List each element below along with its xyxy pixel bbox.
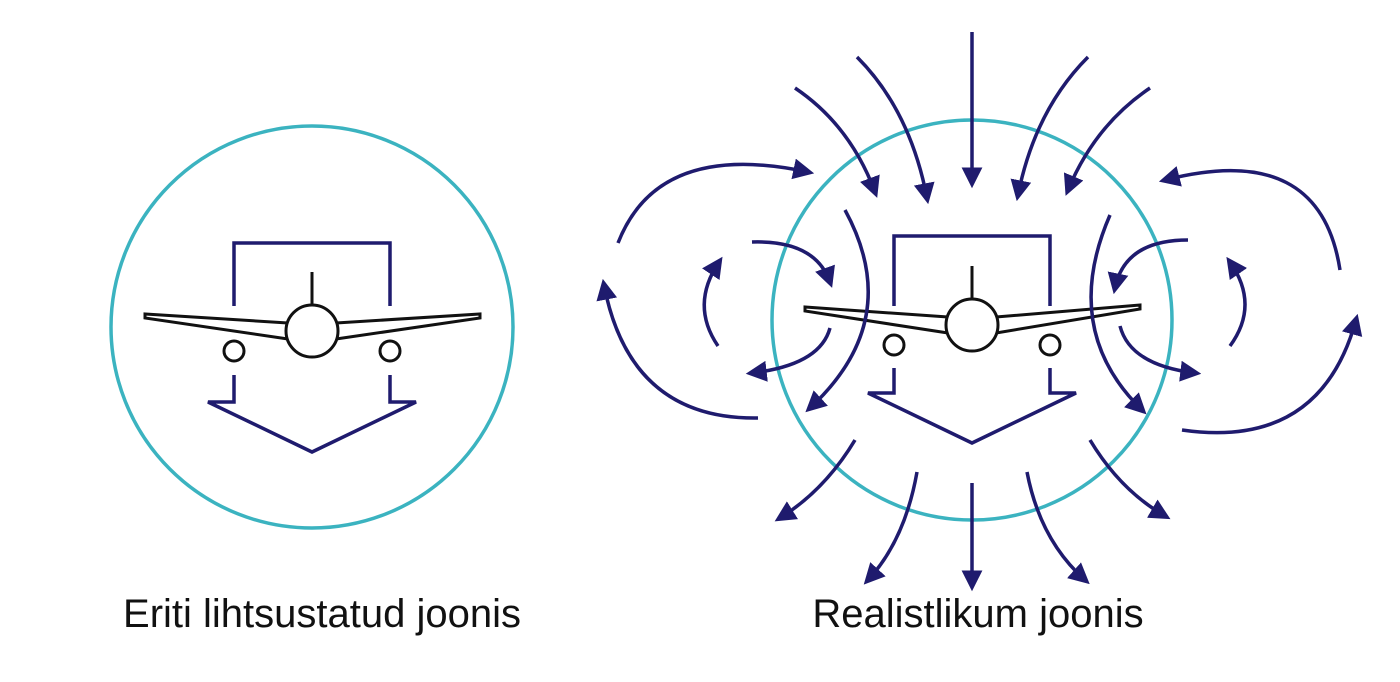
flow-arrow-left-inner-mid: [702, 256, 723, 347]
flow-arrow-bottom-left-inner: [863, 471, 919, 585]
simplified-diagram: [109, 124, 515, 530]
flow-arrow-top-left-outer: [794, 86, 880, 198]
realistic-downwash-arrow-head: [867, 368, 1077, 445]
flow-arrow-top-right-outer: [1063, 86, 1151, 196]
simplified-downwash-arrow-head: [207, 375, 417, 454]
realistic-downwash-arrow: [892, 234, 1052, 306]
flow-arrow-right-outer-bottom: [1181, 313, 1363, 435]
flow-arrow-bottom-right-outer: [1088, 439, 1171, 520]
caption-realistic-diagram: Realistlikum joonis: [812, 592, 1144, 636]
realistic-aircraft-icon: [803, 266, 1142, 357]
caption-simplified-diagram: Eriti lihtsustatud joonis: [123, 592, 521, 636]
flow-arrow-left-outer-bottom: [596, 278, 759, 420]
airflow-arrows: [596, 32, 1363, 592]
flow-arrow-right-outer-top: [1158, 166, 1342, 271]
flow-arrow-left-inner-bottom: [745, 327, 832, 382]
realistic-diagram: [596, 32, 1363, 592]
flow-arrow-left-outer-top: [616, 158, 815, 244]
simplified-aircraft-icon: [143, 272, 482, 363]
simplified-downwash-arrow: [232, 241, 392, 306]
flow-arrow-bottom-left-outer: [774, 439, 857, 522]
flow-arrow-left-circle: [805, 209, 870, 413]
flow-arrow-right-circle: [1089, 214, 1147, 415]
flow-arrow-right-inner-bottom: [1118, 325, 1202, 382]
flow-arrow-right-inner-top: [1107, 238, 1189, 295]
flow-arrow-right-inner-mid: [1226, 256, 1248, 348]
flow-arrow-top-right-inner: [1010, 55, 1090, 202]
flow-arrow-left-inner-top: [751, 240, 835, 288]
flow-arrow-top-left-inner: [855, 55, 935, 205]
simplified-boundary-circle: [109, 124, 515, 530]
flow-arrow-bottom-right-inner: [1025, 471, 1090, 585]
